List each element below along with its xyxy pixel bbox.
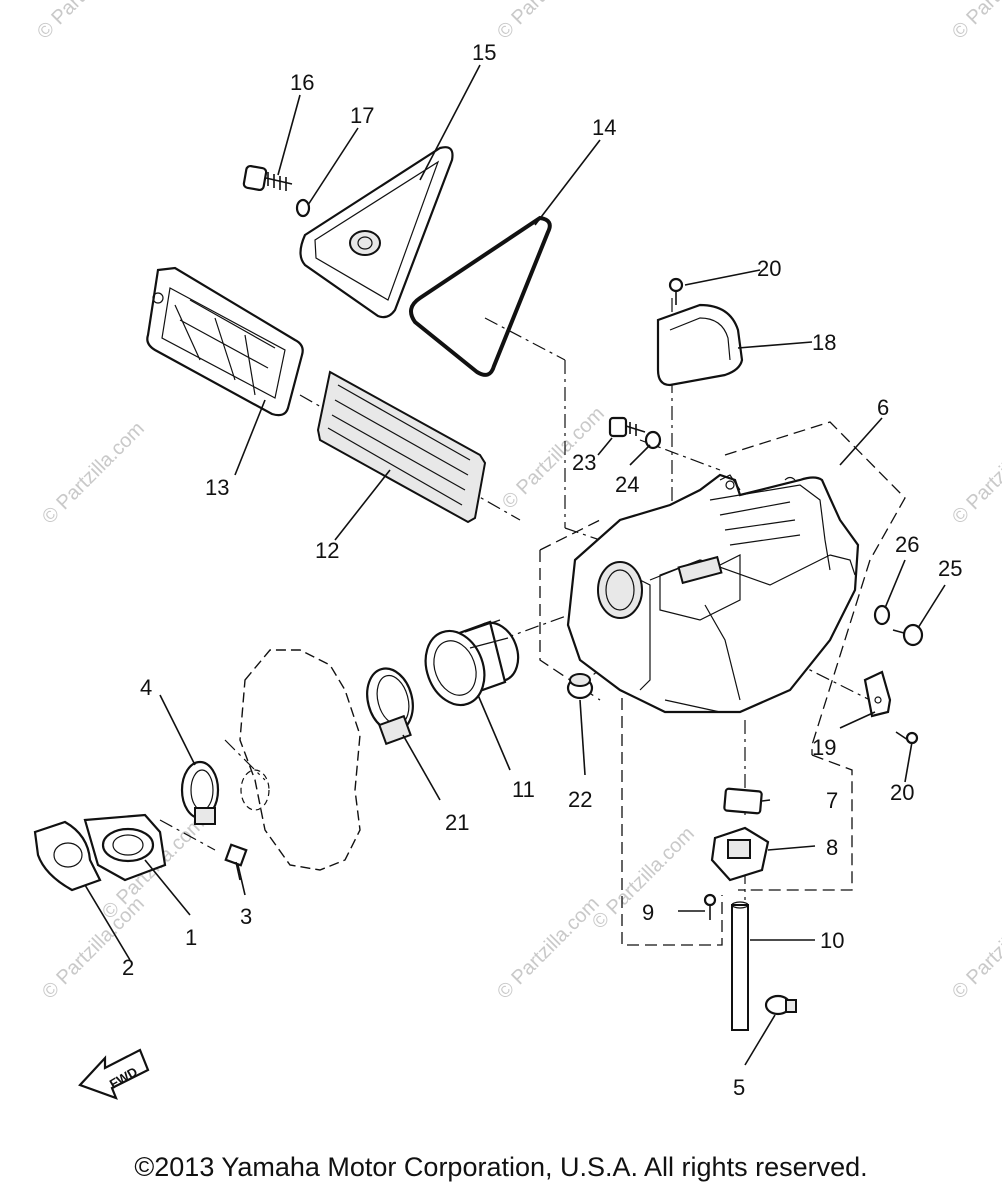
label-10: 10	[820, 928, 844, 953]
part-8-drain-case	[710, 826, 770, 882]
label-14: 14	[592, 115, 616, 140]
part-5-clip	[764, 994, 797, 1016]
part-26-washer	[873, 604, 891, 626]
part-23-bolt	[608, 416, 646, 438]
label-13: 13	[205, 475, 229, 500]
fwd-direction-arrow: FWD	[78, 1048, 150, 1100]
label-5: 5	[733, 1075, 745, 1100]
part-4-clamp	[180, 760, 220, 825]
label-19: 19	[812, 735, 836, 760]
label-8: 8	[826, 835, 838, 860]
label-25: 25	[938, 556, 962, 581]
label-2: 2	[122, 955, 134, 980]
label-6: 6	[877, 395, 889, 420]
part-3-bolt	[224, 843, 248, 881]
watermark-lower-right: © Partzilla.com	[948, 893, 1002, 1004]
watermark-left: © Partzilla.com	[38, 418, 149, 529]
part-16-bolt	[242, 164, 293, 192]
label-20b: 20	[890, 780, 914, 805]
watermark-top-mid: © Partzilla.com	[493, 0, 604, 44]
label-3: 3	[240, 904, 252, 929]
part-18-cover	[656, 303, 744, 387]
part-7-cap	[723, 787, 763, 815]
label-21: 21	[445, 810, 469, 835]
watermark-lower-left: © Partzilla.com	[38, 893, 149, 1004]
copyright-notice: ©2013 Yamaha Motor Corporation, U.S.A. A…	[134, 1152, 868, 1182]
leader-lines	[84, 64, 946, 1066]
part-9-screw	[703, 893, 717, 920]
part-17-washer	[295, 198, 311, 218]
part-19-bracket	[863, 670, 892, 718]
label-1: 1	[185, 925, 197, 950]
watermark-top-left: © Partzilla.com	[33, 0, 144, 44]
part-22-grommet	[566, 673, 594, 700]
watermark-top-right: © Partzilla.com	[948, 0, 1002, 44]
part-21-clamp	[366, 667, 414, 746]
part-10-hose	[731, 904, 749, 1031]
part-24-washer	[644, 430, 662, 450]
engine-block-outline	[239, 649, 361, 871]
part-20-screw-lower	[895, 731, 919, 745]
label-9: 9	[642, 900, 654, 925]
part-number-labels: 16 17 15 14 20 18 6 13 12 23 24 26 25 19…	[122, 40, 962, 1100]
label-18: 18	[812, 330, 836, 355]
part-11-joint	[424, 619, 520, 707]
part-2-gasket	[33, 820, 102, 892]
part-25-bolt	[892, 623, 924, 647]
part-1-carburetor-joint	[83, 813, 167, 882]
label-4: 4	[140, 675, 152, 700]
label-24: 24	[615, 472, 639, 497]
part-13-element-holder	[146, 266, 304, 417]
watermarks: © Partzilla.com © Partzilla.com © Partzi…	[33, 0, 1002, 1004]
label-17: 17	[350, 103, 374, 128]
watermark-right: © Partzilla.com	[948, 418, 1002, 529]
label-23: 23	[572, 450, 596, 475]
label-22: 22	[568, 787, 592, 812]
label-15: 15	[472, 40, 496, 65]
part-6-air-filter-case	[566, 473, 860, 714]
label-7: 7	[826, 788, 838, 813]
part-20-screw-top	[668, 277, 684, 305]
part-14-gasket	[409, 215, 552, 377]
label-12: 12	[315, 538, 339, 563]
label-11: 11	[512, 777, 535, 802]
part-12-element	[316, 370, 487, 524]
label-16: 16	[290, 70, 314, 95]
label-20a: 20	[757, 256, 781, 281]
part-15-case-cover	[299, 146, 454, 319]
label-26: 26	[895, 532, 919, 557]
watermark-lower-mid: © Partzilla.com	[493, 893, 604, 1004]
